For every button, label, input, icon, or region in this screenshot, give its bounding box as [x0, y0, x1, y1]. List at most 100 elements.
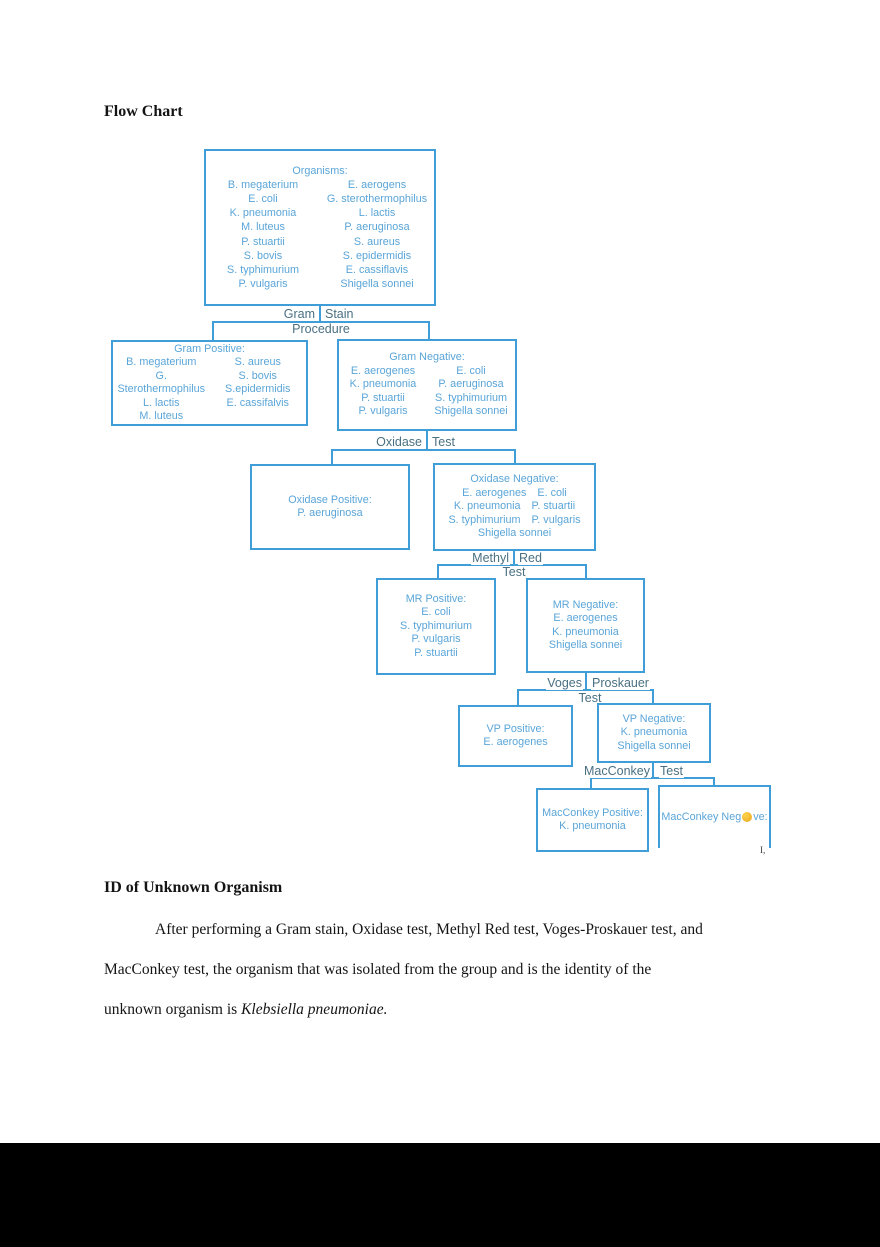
organism-item: Shigella sonnei	[477, 527, 552, 540]
organism-item: K. pneumonia	[453, 500, 521, 513]
connector-line	[652, 763, 654, 779]
organism-item: E. coli	[456, 364, 486, 377]
organism-item: S. aureus	[234, 356, 281, 368]
connector-line	[212, 321, 430, 323]
procedure-label: Procedure	[290, 322, 352, 336]
organism-item: P. aeruginosa	[344, 221, 410, 234]
organism-item: E. aerogens	[347, 178, 407, 191]
connector-line	[517, 689, 519, 705]
organism-item: S. bovis	[243, 249, 283, 262]
organism-item: S. typhimurium	[448, 513, 521, 526]
organisms-col-left: B. megaterium E. coli K. pneumonia M. lu…	[206, 178, 320, 292]
connector-line	[585, 564, 587, 578]
oxidase-negative-box: Oxidase Negative: E. aerogenes E. coli K…	[433, 463, 596, 551]
species-name-italic: Klebsiella pneumoniae.	[241, 1001, 388, 1018]
organism-item: L. lactis	[142, 396, 180, 409]
organism-item: S. aureus	[353, 235, 401, 248]
organism-item: Shigella sonnei	[548, 639, 623, 651]
connector-line	[590, 777, 592, 788]
organism-item: P. vulgaris	[358, 405, 408, 418]
connector-line	[517, 689, 654, 691]
oxidase-positive-title: Oxidase Positive:	[288, 493, 372, 506]
organism-item: E. cassifalvis	[226, 396, 289, 409]
organism-item: K. pneumonia	[349, 378, 417, 391]
paragraph-line: After performing a Gram stain, Oxidase t…	[155, 921, 703, 938]
organism-item: M. luteus	[241, 221, 285, 234]
gram-negative-box: Gram Negative: E. aerogenes K. pneumonia…	[337, 339, 517, 431]
vp-positive-title: VP Positive:	[486, 722, 545, 735]
gram-positive-box: Gram Positive: B. megaterium G. Sterothe…	[111, 340, 308, 426]
organism-item: M. luteus	[139, 410, 184, 422]
organism-item: P. vulgaris	[238, 278, 288, 291]
oxidase-negative-title: Oxidase Negative:	[470, 473, 559, 486]
organisms-col-right: E. aerogens G. sterothermophilus L. lact…	[320, 178, 434, 292]
paragraph-line: MacConkey test, the organism that was is…	[104, 961, 652, 978]
voges-test-label: Test	[576, 691, 604, 705]
organism-item: P. stuartii	[531, 500, 576, 513]
connector-line	[713, 777, 715, 785]
connector-line	[585, 673, 587, 691]
organism-item: K. pneumonia	[552, 625, 619, 638]
organism-item: L. lactis	[358, 207, 396, 220]
bottom-black-band	[0, 1143, 880, 1247]
connector-line	[590, 777, 715, 779]
organism-item: S. epidermidis	[342, 249, 412, 262]
organism-item: S. typhimurium	[400, 619, 472, 632]
organism-item: B. megaterium	[126, 356, 197, 368]
connector-line	[437, 564, 439, 578]
clipped-text-artifact: I,	[760, 845, 766, 855]
mr-negative-title: MR Negative:	[552, 598, 619, 611]
connector-line	[428, 321, 430, 339]
organism-item: K. pneumonia	[620, 726, 688, 739]
organism-item: B. megaterium	[227, 178, 299, 191]
id-of-unknown-organism-heading: ID of Unknown Organism	[104, 879, 283, 896]
organism-item: E. aerogenes	[483, 736, 548, 748]
organism-item: Shigella sonnei	[434, 405, 508, 418]
vp-negative-box: VP Negative: K. pneumonia Shigella sonne…	[597, 703, 711, 763]
connector-line	[212, 321, 214, 340]
gram-positive-title: Gram Positive:	[174, 342, 245, 355]
oxidase-positive-box: Oxidase Positive: P. aeruginosa	[250, 464, 410, 550]
connector-line	[331, 449, 516, 451]
connector-line	[331, 449, 333, 464]
organism-item: P. aeruginosa	[297, 507, 363, 519]
connector-line	[513, 551, 515, 566]
organism-item: S. typhimurium	[435, 391, 507, 404]
vp-negative-title: VP Negative:	[622, 712, 686, 725]
paragraph-line: unknown organism is Klebsiella pneumonia…	[104, 1001, 388, 1018]
yellow-dot-icon	[742, 811, 753, 822]
organism-item: E. coli	[421, 606, 451, 619]
organisms-title: Organisms:	[292, 164, 348, 177]
organism-item: P. vulgaris	[531, 513, 581, 526]
organism-item: S. bovis	[238, 369, 277, 382]
macconkey-positive-box: MacConkey Positive: K. pneumonia	[536, 788, 649, 852]
organism-item: E. aerogenes	[462, 486, 527, 499]
organism-item: S.epidermidis	[225, 383, 291, 395]
organism-item: E. aerogenes	[350, 364, 416, 377]
methyl-red-test-label: Test	[500, 565, 528, 579]
vp-positive-box: VP Positive: E. aerogenes	[458, 705, 573, 767]
organism-item: K. pneumonia	[559, 820, 626, 832]
organism-item: Shigella sonnei	[340, 278, 414, 291]
organism-item: E. coli	[537, 486, 567, 499]
organism-item: P. vulgaris	[411, 633, 461, 646]
connector-line	[426, 431, 428, 451]
macconkey-positive-title: MacConkey Positive:	[542, 806, 643, 819]
organisms-box: Organisms: B. megaterium E. coli K. pneu…	[204, 149, 436, 306]
connector-line	[652, 689, 654, 703]
body-paragraph: After performing a Gram stain, Oxidase t…	[104, 910, 794, 1030]
connector-line	[514, 449, 516, 463]
organism-item: Shigella sonnei	[617, 739, 691, 752]
connector-line	[437, 564, 587, 566]
connector-line	[319, 306, 321, 323]
mr-negative-box: MR Negative: E. aerogenes K. pneumonia S…	[526, 578, 645, 673]
flow-chart-heading: Flow Chart	[104, 103, 183, 120]
organism-item: P. stuartii	[361, 391, 405, 404]
mr-positive-title: MR Positive:	[405, 592, 467, 605]
gram-negative-title: Gram Negative:	[389, 351, 465, 364]
organism-item: P. stuartii	[241, 235, 285, 248]
organism-item: G. sterothermophilus	[326, 192, 428, 205]
